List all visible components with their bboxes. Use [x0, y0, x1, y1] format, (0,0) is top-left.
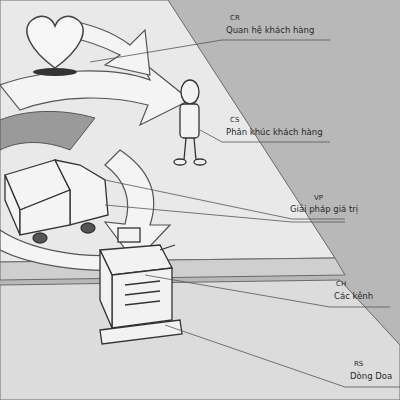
platform-lower — [0, 280, 400, 400]
hole — [0, 111, 95, 150]
section-name: Dòng Doa — [350, 372, 392, 381]
section-code: CS — [230, 117, 239, 125]
section-name: Quan hệ khách hàng — [226, 26, 314, 35]
platform-top — [0, 0, 335, 262]
section-name: Các kênh — [334, 292, 373, 301]
person-figure — [174, 80, 206, 165]
heart-icon — [27, 16, 83, 68]
truck-figure — [5, 160, 108, 243]
section-code: VP — [314, 195, 323, 203]
section-code: RS — [354, 361, 363, 369]
section-name: Giải pháp giá trị — [290, 205, 358, 214]
section-code: CR — [230, 15, 240, 23]
section-code: CH — [336, 281, 346, 289]
section-name: Phân khúc khách hàng — [226, 128, 323, 137]
heart-shadow — [33, 68, 77, 76]
leader-lines — [90, 40, 400, 387]
